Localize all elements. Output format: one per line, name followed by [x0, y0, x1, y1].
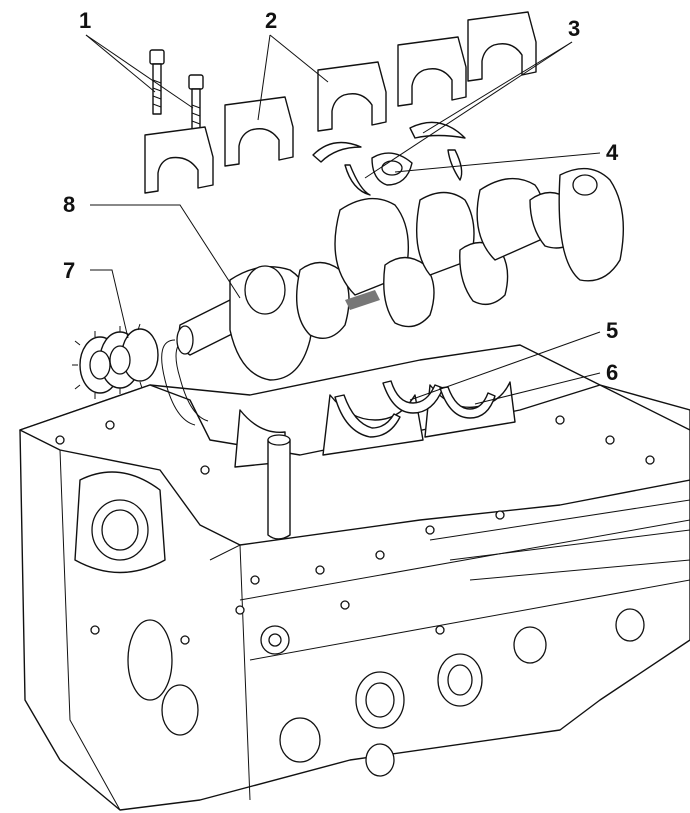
- callout-7: 7: [63, 258, 75, 283]
- engine-block: [19, 339, 690, 811]
- callout-4: 4: [606, 140, 619, 165]
- main-bearing-cap-bolts: [149, 49, 204, 138]
- callout-5: 5: [606, 318, 618, 343]
- callout-labels: 1 2 3 4 5 6 7 8: [63, 8, 619, 385]
- crankshaft: [176, 167, 624, 381]
- callout-2: 2: [265, 8, 277, 33]
- thrust-washers: [312, 121, 466, 196]
- callout-3: 3: [568, 16, 580, 41]
- main-bearing-caps: [144, 11, 537, 194]
- crankshaft-sprocket: [72, 323, 159, 399]
- callout-8: 8: [63, 192, 75, 217]
- lower-bearing-shells: [334, 380, 496, 438]
- leader-lines: [85, 34, 601, 405]
- callout-1: 1: [79, 8, 91, 33]
- callout-6: 6: [606, 360, 618, 385]
